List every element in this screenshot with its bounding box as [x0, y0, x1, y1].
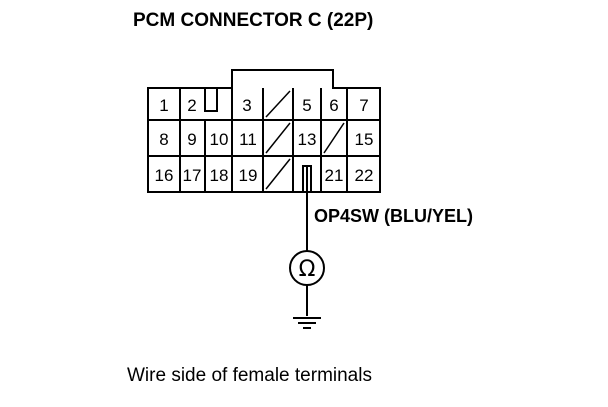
wire-label: OP4SW (BLU/YEL) [314, 206, 473, 226]
cell-dividers [179, 88, 348, 192]
connector-outline [147, 69, 381, 193]
pin-15: 15 [355, 130, 374, 149]
pin-5: 5 [302, 96, 311, 115]
pin-2: 2 [187, 96, 196, 115]
pin-9: 9 [187, 130, 196, 149]
caption: Wire side of female terminals [127, 365, 372, 386]
ground-icon [293, 317, 321, 329]
pin-3: 3 [242, 96, 251, 115]
ohm-icon: Ω [299, 257, 316, 282]
locking-notch [204, 88, 218, 112]
pin-19: 19 [239, 166, 258, 185]
pin-11: 11 [239, 130, 257, 149]
pin-21: 21 [325, 166, 344, 185]
pin-13: 13 [298, 130, 317, 149]
pin-18: 18 [210, 166, 229, 185]
pin-8: 8 [159, 130, 168, 149]
pin-16: 16 [155, 166, 174, 185]
pin-labels: 1 2 3 5 6 7 8 9 10 11 13 15 16 17 18 19 … [155, 96, 374, 185]
pin-10: 10 [210, 130, 229, 149]
pin-17: 17 [183, 166, 202, 185]
pin-6: 6 [329, 96, 338, 115]
pin-22: 22 [355, 166, 374, 185]
empty-cavity-marks [265, 90, 345, 190]
pin-7: 7 [359, 96, 368, 115]
diagram-title: PCM CONNECTOR C (22P) [133, 10, 373, 31]
pin-1: 1 [159, 96, 168, 115]
